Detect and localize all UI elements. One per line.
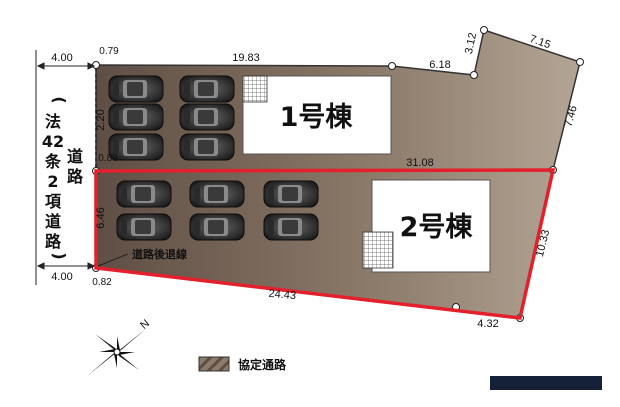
compass-icon — [87, 328, 147, 376]
car — [116, 180, 172, 208]
road-label-char: 路 — [67, 167, 84, 186]
law-label-char: 2 — [47, 172, 58, 191]
car — [108, 75, 164, 103]
dim-corner-mid-left: 0.80 — [98, 153, 118, 164]
dim-bottom-edge: 24.43 — [268, 288, 296, 302]
dim-road-width-top: 4.00 — [51, 52, 72, 64]
compass-north-label: N — [138, 318, 152, 332]
law-label-char: ( — [50, 96, 69, 103]
road-label: 道 路 — [67, 147, 84, 186]
dim-left-upper: 2.20 — [95, 109, 107, 130]
car — [116, 213, 172, 241]
building-1 — [242, 75, 392, 155]
dim-left-lower: 6.46 — [95, 207, 107, 228]
law-label-char: 道 — [45, 212, 61, 231]
law-label: ( 法 42 条 2 項 道 路 ) — [42, 96, 69, 259]
car — [179, 75, 235, 103]
dim-corner-bottom-left: 0.82 — [92, 277, 112, 288]
law-label-char: ) — [50, 252, 69, 259]
building-2-entry — [362, 231, 394, 269]
car — [179, 103, 235, 131]
car — [179, 133, 235, 161]
legend-swatch — [198, 356, 230, 372]
dim-top-right-edge: 6.18 — [429, 59, 450, 71]
car — [108, 103, 164, 131]
building-2-label: 2号棟 — [400, 212, 474, 243]
car — [189, 213, 245, 241]
setback-leader — [97, 253, 129, 267]
road-label-char: 道 — [67, 147, 83, 166]
dim-top-edge: 19.83 — [232, 52, 260, 64]
law-label-char: 項 — [45, 192, 62, 211]
dim-divider: 31.08 — [406, 157, 434, 169]
law-label-char: 法 — [45, 112, 61, 131]
dim-right-edge: 7.46 — [563, 104, 580, 128]
law-label-char: 42 — [42, 132, 64, 151]
legend-label: 協定通路 — [238, 357, 287, 372]
car — [189, 180, 245, 208]
setback-label: 道路後退線 — [132, 247, 187, 261]
dim-road-width-bottom: 4.00 — [51, 271, 72, 283]
dim-notch-vertical: 3.12 — [463, 32, 479, 55]
lot-2-outline — [94, 168, 556, 320]
corner-bar — [490, 376, 602, 390]
car — [263, 213, 319, 241]
dim-bottom-right: 4.32 — [477, 318, 498, 330]
road-width-dims — [36, 62, 96, 270]
dim-corner-top-left: 0.79 — [99, 46, 119, 57]
building-1-entry — [242, 75, 268, 103]
car — [263, 180, 319, 208]
building-1-label: 1号棟 — [280, 102, 354, 133]
law-label-char: 路 — [45, 232, 62, 251]
law-label-char: 条 — [44, 152, 62, 171]
